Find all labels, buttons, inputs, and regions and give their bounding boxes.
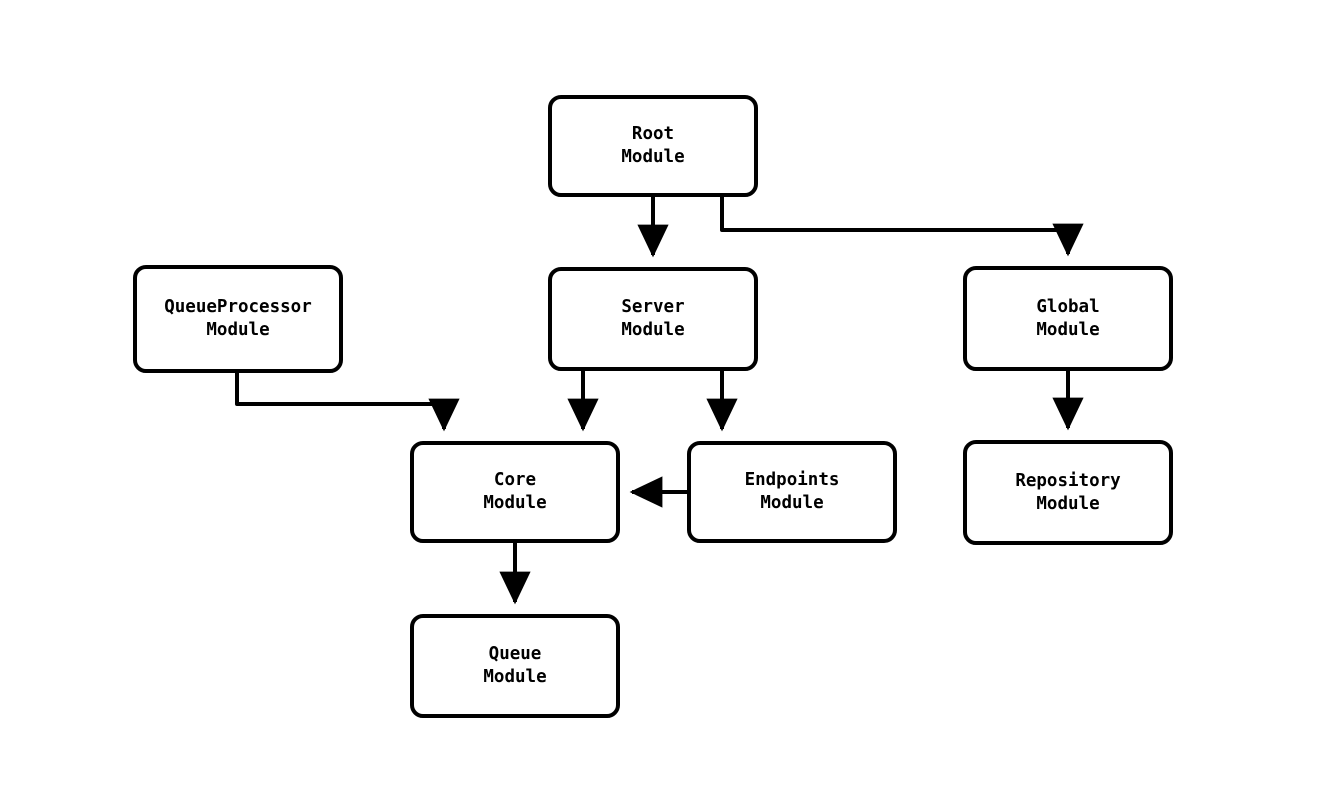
node-label-line1: Global <box>1036 296 1100 317</box>
edge-queueprocessor-core <box>235 373 460 432</box>
node-label-line1: Queue <box>488 644 542 664</box>
node-label-line2: Module <box>483 493 547 513</box>
edge-root-global <box>720 197 1084 257</box>
node-label-line1: Server <box>621 297 685 317</box>
node-label-line2: Module <box>1036 493 1100 514</box>
node-core-module[interactable]: Core Module <box>410 441 620 543</box>
node-repository-module[interactable]: Repository Module <box>963 440 1173 545</box>
node-label-line1: QueueProcessor <box>164 297 312 317</box>
node-label-line1: Endpoints <box>744 470 840 490</box>
node-label-line1: Root <box>631 124 675 144</box>
node-label-line2: Module <box>621 320 685 340</box>
node-label-line2: Module <box>483 667 547 687</box>
node-queue-module[interactable]: Queue Module <box>410 614 620 718</box>
node-label-line1: Core <box>493 470 537 490</box>
node-queueprocessor-module[interactable]: QueueProcessor Module <box>133 265 343 373</box>
node-global-module[interactable]: Global Module <box>963 266 1173 371</box>
node-label-line2: Module <box>1036 319 1100 340</box>
node-root-module[interactable]: Root Module <box>548 95 758 197</box>
node-server-module[interactable]: Server Module <box>548 267 758 371</box>
node-label-line2: Module <box>621 147 685 167</box>
node-label-line2: Module <box>206 320 270 340</box>
node-label-line1: Repository <box>1015 470 1121 491</box>
node-label-line2: Module <box>760 493 824 513</box>
node-endpoints-module[interactable]: Endpoints Module <box>687 441 897 543</box>
